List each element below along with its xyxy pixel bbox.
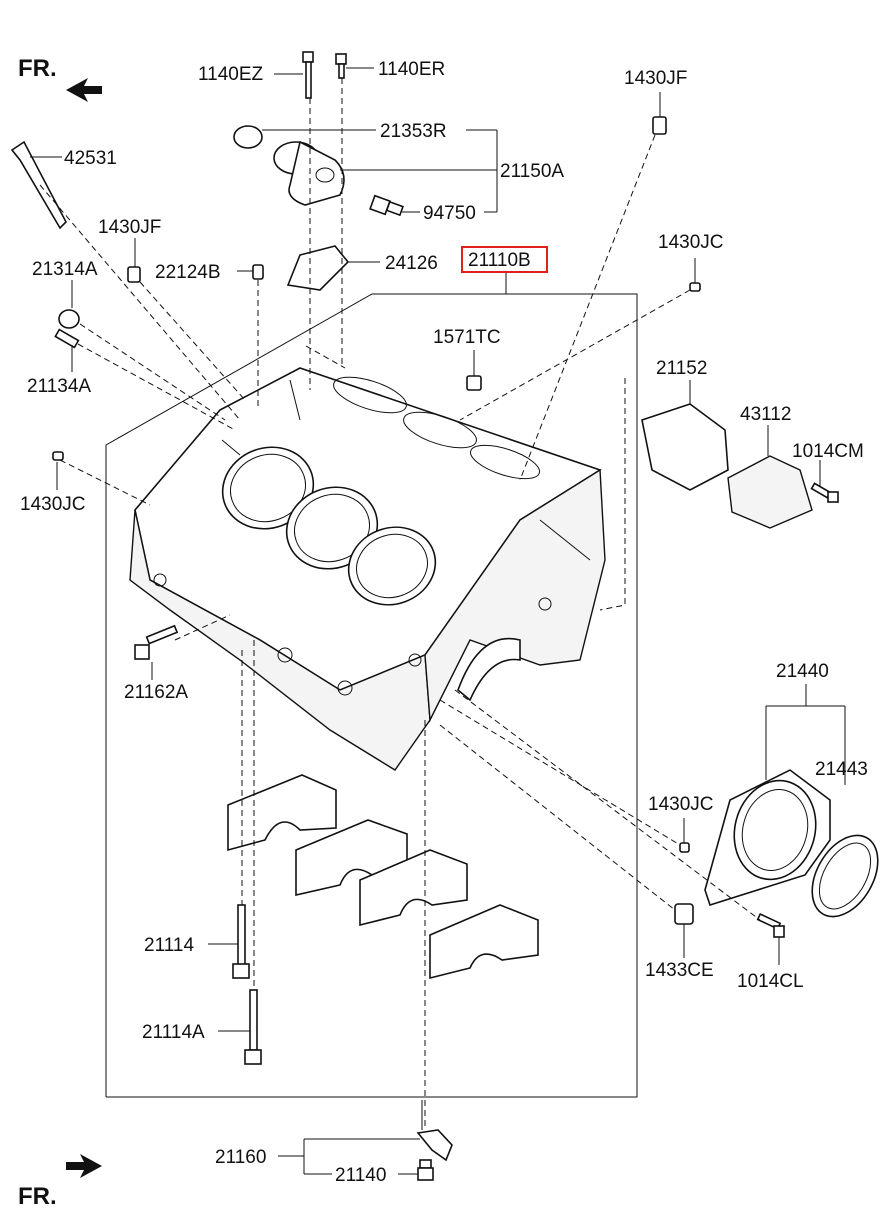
bolt-1014CM-icon (810, 482, 839, 503)
plug-1571TC-icon (466, 375, 482, 391)
cylinder-block-icon (129, 367, 606, 771)
label-21140: 21140 (335, 1165, 386, 1186)
label-1433CE: 1433CE (645, 960, 714, 981)
label-21443: 21443 (815, 759, 868, 780)
label-21152: 21152 (656, 358, 707, 379)
label-22124B: 22124B (155, 262, 221, 283)
bolt-21114A-icon (244, 989, 262, 1065)
label-1430JC-left: 1430JC (20, 494, 86, 515)
label-42531: 42531 (64, 148, 117, 169)
plug-21140-icon (417, 1159, 434, 1181)
front-arrow-top-icon (66, 78, 102, 102)
label-94750: 94750 (423, 203, 476, 224)
highlight-box-21110B (461, 246, 548, 273)
gasket-21152-icon (641, 403, 729, 491)
label-1140EZ: 1140EZ (198, 64, 264, 85)
bolt-1140EZ-icon (302, 51, 314, 99)
label-21440: 21440 (776, 661, 829, 682)
label-1140ER: 1140ER (378, 59, 445, 80)
label-24126: 24126 (385, 253, 438, 274)
part-labels: 1140EZ 1140ER 1430JF 42531 21353R 21150A… (20, 59, 868, 1186)
label-21110B: 21110B (468, 250, 531, 271)
label-21150A: 21150A (500, 161, 564, 182)
label-1571TC: 1571TC (433, 327, 501, 348)
label-43112: 43112 (740, 404, 791, 425)
stud-21134A-icon (54, 328, 80, 349)
bolt-21162A-icon (134, 624, 179, 660)
front-label-bottom: FR. (18, 1183, 57, 1210)
label-1430JF-left: 1430JF (98, 217, 161, 238)
pin-1430JC-left-icon (52, 451, 64, 461)
cover-43112-icon (727, 455, 813, 529)
pin-1430JC-lower-icon (679, 842, 690, 853)
dowel-1430JF-left-icon (127, 266, 141, 283)
label-21314A: 21314A (32, 259, 98, 280)
main-bearing-caps-icon (227, 774, 539, 980)
leader-lines (30, 67, 846, 1175)
label-1014CL: 1014CL (737, 971, 804, 992)
label-21162A: 21162A (124, 682, 188, 703)
plug-21314A-icon (58, 309, 80, 329)
dowel-22124B-icon (252, 264, 264, 280)
label-21114A: 21114A (142, 1022, 205, 1043)
dowel-1430JF-top-icon (652, 116, 667, 135)
label-21160: 21160 (215, 1147, 266, 1168)
bolt-21114-icon (232, 904, 250, 979)
water-fitting-21150A-icon (273, 140, 345, 206)
label-21114: 21114 (144, 935, 194, 956)
dipstick-42531-icon (10, 140, 67, 230)
bolt-1014CL-icon (756, 912, 785, 938)
assembly-frame-21110B (105, 272, 638, 1098)
label-1430JC-right: 1430JC (658, 232, 724, 253)
sensor-94750-icon (369, 194, 404, 217)
label-1430JF-top: 1430JF (624, 68, 687, 89)
front-arrow-bottom-icon (66, 1154, 102, 1178)
seal-housing-21440-icon (704, 769, 831, 906)
oil-jet-21160-icon (416, 1129, 453, 1162)
label-1430JC-lower: 1430JC (648, 794, 714, 815)
label-21134A: 21134A (27, 376, 91, 397)
label-1014CM: 1014CM (792, 441, 864, 462)
bolt-1140ER-icon (335, 53, 347, 79)
front-label-top: FR. (18, 55, 57, 82)
front-indicator-bottom: FR. (18, 1154, 102, 1210)
front-indicator-top: FR. (18, 55, 102, 102)
oil-seal-21443-icon (811, 834, 879, 918)
pin-1430JC-right-icon (689, 282, 701, 292)
dowel-1433CE-icon (674, 903, 694, 925)
label-21353R: 21353R (380, 121, 447, 142)
gasket-24126-icon (286, 245, 350, 291)
o-ring-21353R-icon (233, 125, 263, 149)
